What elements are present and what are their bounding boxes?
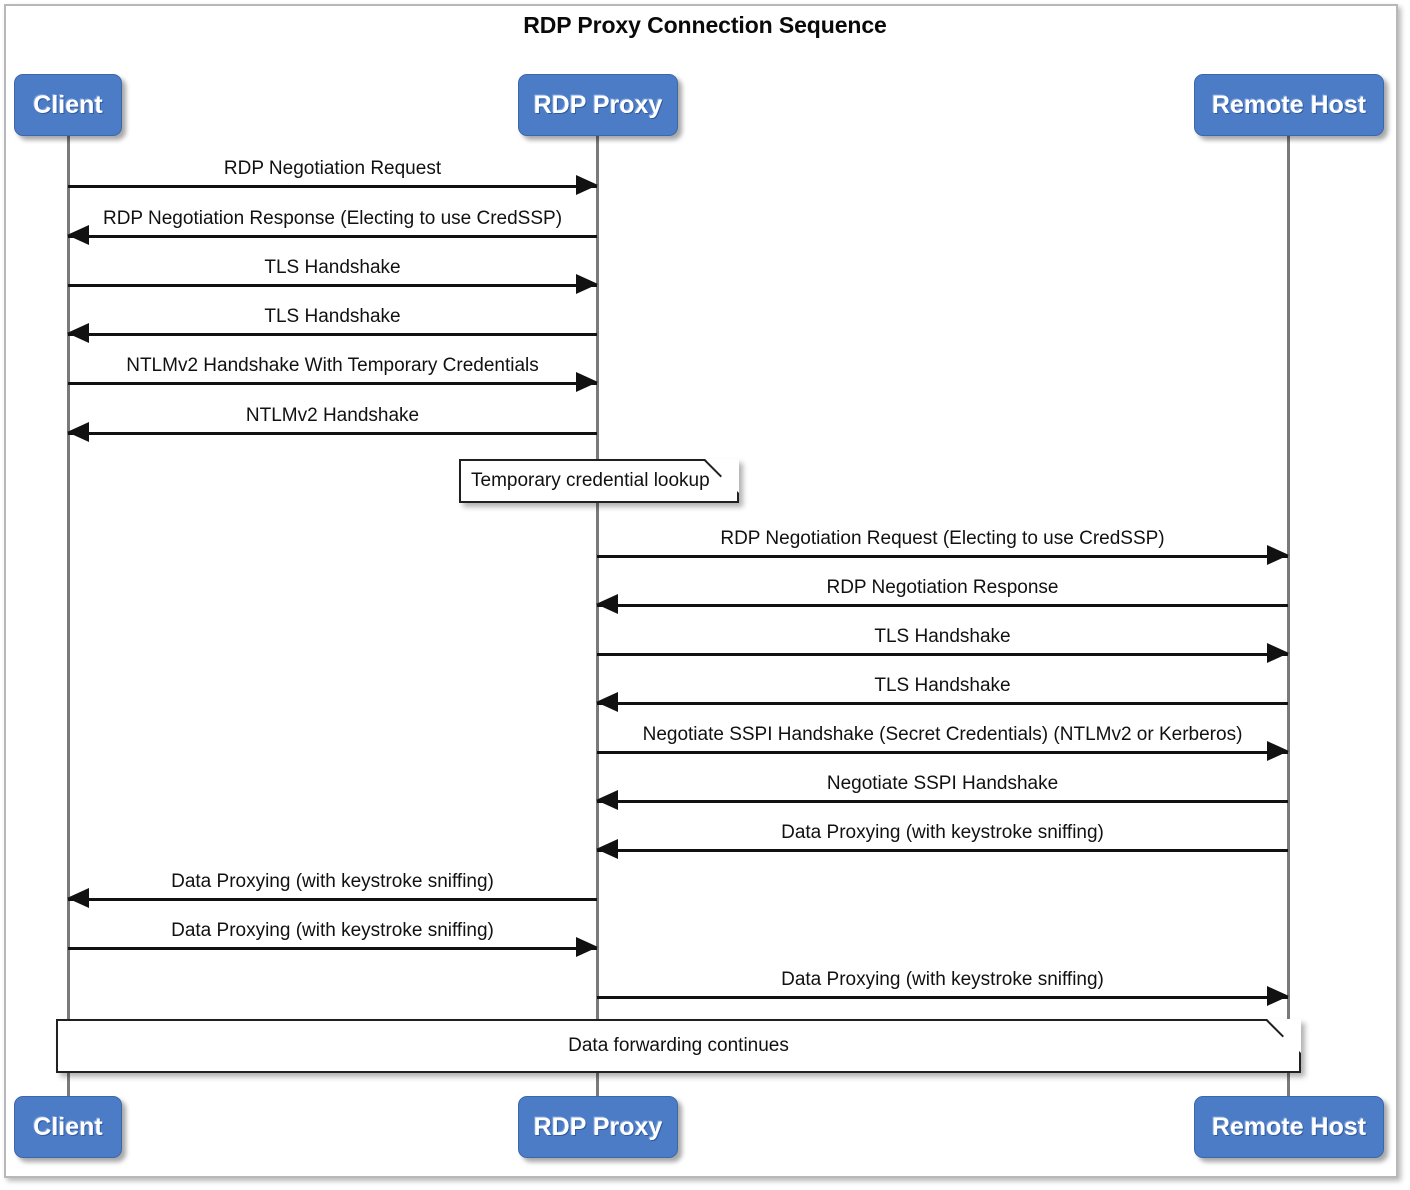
participant-rdp-proxy-bottom[interactable]: RDP Proxy — [518, 1096, 678, 1158]
message-label: RDP Negotiation Response (Electing to us… — [102, 208, 563, 229]
message-line — [597, 702, 1288, 705]
participant-label: RDP Proxy — [533, 90, 663, 119]
arrowhead-right-icon — [576, 274, 598, 294]
lifeline-rdp-proxy — [596, 136, 599, 1096]
note-label: Data forwarding continues — [568, 1035, 789, 1056]
message-line — [68, 284, 597, 287]
arrowhead-left-icon — [67, 422, 89, 442]
message-label: TLS Handshake — [874, 626, 1011, 647]
message-label: TLS Handshake — [264, 306, 401, 327]
participant-label: Remote Host — [1211, 90, 1367, 119]
arrowhead-right-icon — [1267, 545, 1289, 565]
message-line — [68, 947, 597, 950]
participant-remote-host-top[interactable]: Remote Host — [1194, 74, 1384, 136]
message-label: RDP Negotiation Request — [223, 158, 442, 179]
arrowhead-left-icon — [596, 692, 618, 712]
participant-client-top[interactable]: Client — [14, 74, 122, 136]
participant-rdp-proxy-top[interactable]: RDP Proxy — [518, 74, 678, 136]
arrowhead-left-icon — [67, 225, 89, 245]
arrowhead-left-icon — [67, 888, 89, 908]
message-line — [597, 849, 1288, 852]
arrowhead-left-icon — [596, 594, 618, 614]
participant-label: Remote Host — [1211, 1112, 1367, 1141]
message-line — [68, 235, 597, 238]
message-line — [597, 751, 1288, 754]
participant-label: RDP Proxy — [533, 1112, 663, 1141]
message-label: Data Proxying (with keystroke sniffing) — [171, 920, 494, 941]
message-label: NTLMv2 Handshake With Temporary Credenti… — [126, 355, 539, 376]
message-label: Negotiate SSPI Handshake (Secret Credent… — [642, 724, 1243, 745]
page-title: RDP Proxy Connection Sequence — [523, 12, 887, 38]
message-label: NTLMv2 Handshake — [245, 405, 420, 426]
message-line — [68, 382, 597, 385]
arrowhead-right-icon — [576, 372, 598, 392]
message-line — [597, 800, 1288, 803]
arrowhead-right-icon — [576, 937, 598, 957]
message-label: Data Proxying (with keystroke sniffing) — [781, 822, 1104, 843]
lifeline-remote-host — [1287, 136, 1290, 1096]
message-line — [68, 185, 597, 188]
message-line — [68, 432, 597, 435]
arrowhead-left-icon — [596, 839, 618, 859]
arrowhead-left-icon — [596, 790, 618, 810]
arrowhead-left-icon — [67, 323, 89, 343]
message-label: Negotiate SSPI Handshake — [826, 773, 1059, 794]
arrowhead-right-icon — [1267, 741, 1289, 761]
diagram-canvas — [4, 4, 1398, 1178]
message-label: TLS Handshake — [264, 257, 401, 278]
arrowhead-right-icon — [576, 175, 598, 195]
note-label: Temporary credential lookup — [471, 470, 710, 491]
note-fold-corner-icon — [705, 459, 739, 493]
note-fold-corner-icon — [1267, 1019, 1301, 1053]
message-line — [597, 604, 1288, 607]
participant-label: Client — [33, 1112, 103, 1141]
message-line — [597, 653, 1288, 656]
participant-label: Client — [33, 90, 103, 119]
participant-client-bottom[interactable]: Client — [14, 1096, 122, 1158]
message-label: TLS Handshake — [874, 675, 1011, 696]
participant-remote-host-bottom[interactable]: Remote Host — [1194, 1096, 1384, 1158]
note-temporary-credential-lookup: Temporary credential lookup — [459, 459, 739, 503]
message-label: RDP Negotiation Request (Electing to use… — [720, 528, 1165, 549]
note-data-forwarding-continues: Data forwarding continues — [56, 1019, 1301, 1073]
message-label: RDP Negotiation Response — [826, 577, 1059, 598]
arrowhead-right-icon — [1267, 986, 1289, 1006]
message-label: Data Proxying (with keystroke sniffing) — [171, 871, 494, 892]
lifeline-client — [67, 136, 70, 1096]
arrowhead-right-icon — [1267, 643, 1289, 663]
message-label: Data Proxying (with keystroke sniffing) — [781, 969, 1104, 990]
message-line — [597, 996, 1288, 999]
message-line — [68, 333, 597, 336]
message-line — [597, 555, 1288, 558]
message-line — [68, 898, 597, 901]
